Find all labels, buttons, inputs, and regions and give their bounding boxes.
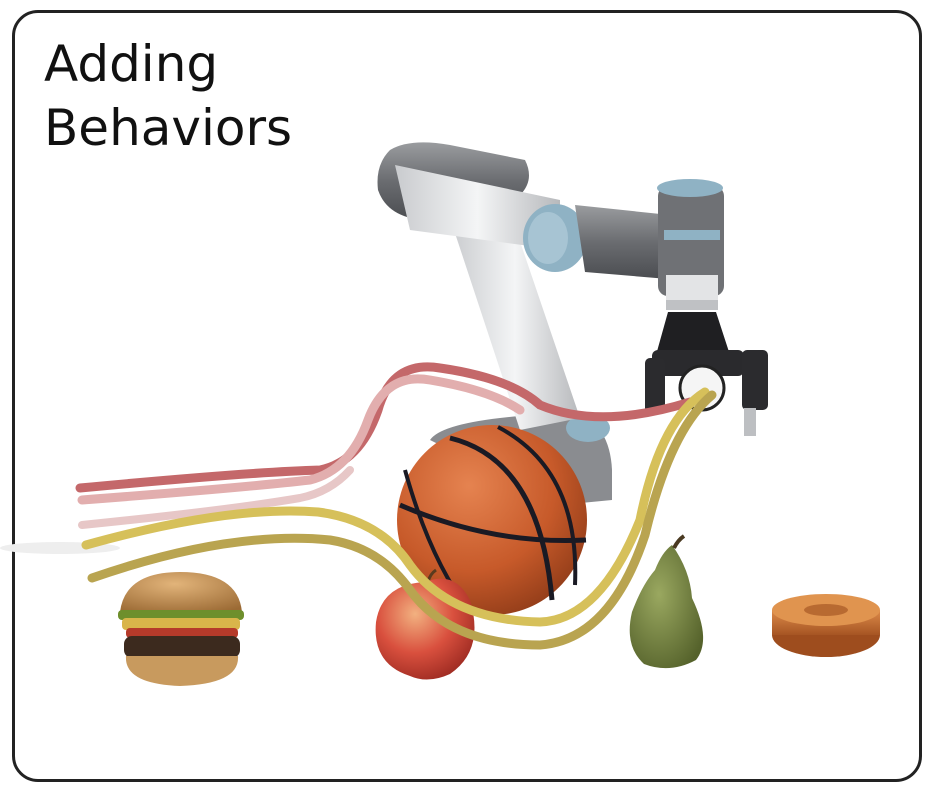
robot-wrist bbox=[658, 186, 724, 296]
burger-lettuce bbox=[118, 610, 244, 620]
burger-cheese bbox=[122, 618, 240, 630]
gripper-finger-left bbox=[645, 358, 665, 414]
pear-stem bbox=[672, 534, 686, 549]
robot-wrist-top bbox=[657, 179, 723, 197]
pear bbox=[629, 534, 704, 669]
burger bbox=[118, 572, 244, 686]
trajectory-red-dark bbox=[75, 362, 695, 493]
basketball-seam-3 bbox=[497, 425, 578, 586]
gripper-icon bbox=[645, 312, 768, 436]
burger-top-bun bbox=[120, 572, 242, 612]
figure-title: Adding Behaviors bbox=[44, 32, 292, 160]
basketball-body bbox=[397, 425, 587, 615]
robot-wrist-band bbox=[664, 230, 720, 240]
trajectory-yellow-light bbox=[81, 387, 710, 627]
trajectory-red-light bbox=[77, 374, 525, 505]
gripper-body bbox=[656, 312, 730, 355]
basketball-seam-2 bbox=[449, 435, 555, 601]
pear-body bbox=[629, 545, 704, 669]
trajectory-pink bbox=[78, 466, 354, 529]
burger-patty bbox=[124, 636, 240, 658]
basketball-seam-1 bbox=[399, 502, 587, 544]
donut-hole bbox=[804, 604, 848, 616]
gripper-finger-tip bbox=[744, 408, 756, 436]
robot-flange-ring bbox=[666, 300, 718, 310]
trajectories bbox=[75, 362, 717, 650]
basketball bbox=[397, 425, 587, 615]
robot-elbow-cap bbox=[528, 212, 568, 264]
burger-bottom-bun bbox=[125, 656, 239, 686]
burger-tomato bbox=[126, 628, 238, 638]
title-line-1: Adding bbox=[44, 35, 219, 93]
robot-wrist-link bbox=[575, 205, 680, 280]
trajectory-yellow-dark bbox=[87, 390, 717, 650]
robot-lower-link bbox=[450, 212, 580, 430]
donut bbox=[772, 594, 880, 657]
title-line-2: Behaviors bbox=[44, 99, 293, 157]
robot-upper-link bbox=[395, 165, 560, 250]
gripper-finger-right bbox=[742, 350, 768, 410]
gripper-palm bbox=[652, 350, 744, 376]
